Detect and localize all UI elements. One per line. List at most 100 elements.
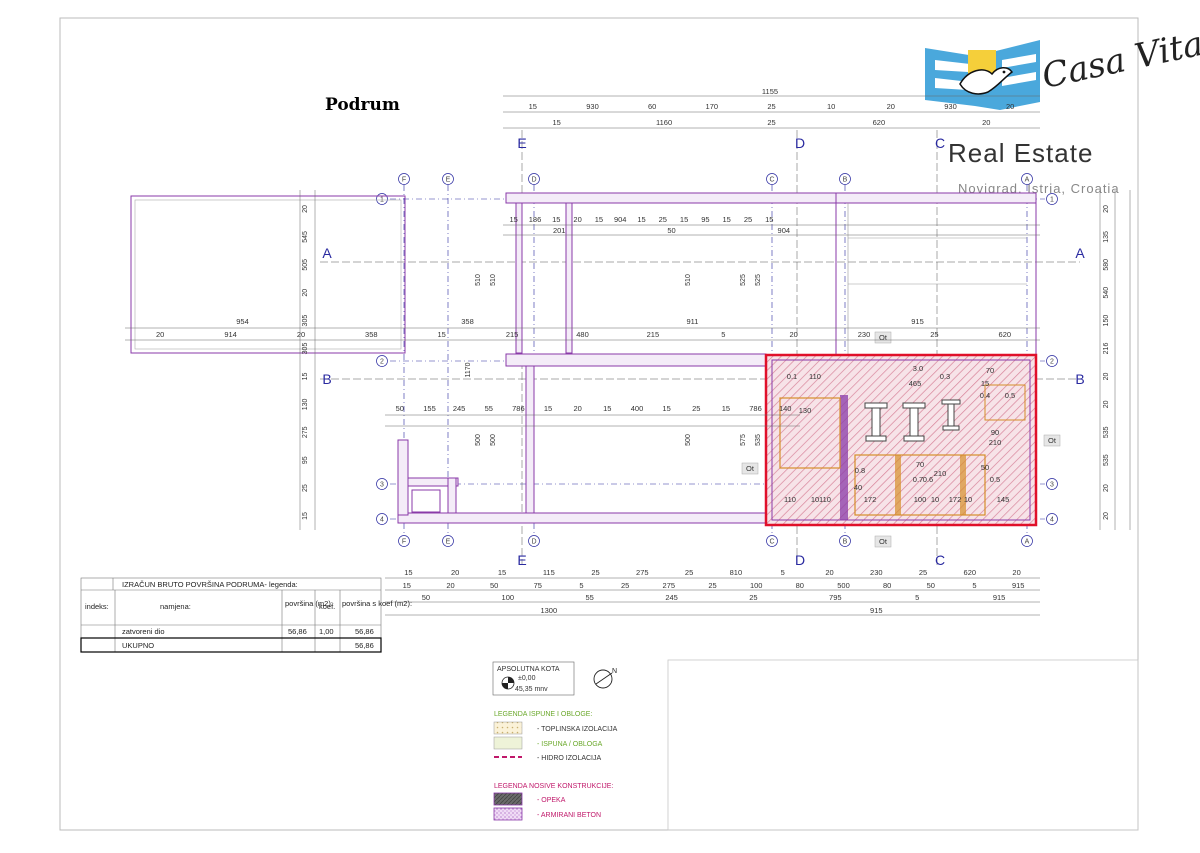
kota-mnv: 45,35 mnv: [515, 686, 548, 693]
dim-top: 15: [510, 215, 518, 224]
dim-bottom: 80: [796, 581, 804, 590]
dim-bottom: 25: [708, 581, 716, 590]
dim-top: 930: [586, 102, 599, 111]
legend-fill-item-3: - HIDRO IZOLACIJA: [537, 755, 602, 762]
dim-left: 305: [302, 315, 309, 327]
axis-label: F: [402, 539, 406, 546]
dim-left: 130: [302, 398, 309, 410]
axis-bubble: [1046, 193, 1058, 205]
dim-bottom: 795: [829, 593, 842, 602]
opening-marker-box: [741, 462, 759, 475]
room-dim-label: 110: [784, 495, 796, 504]
axis-label: 4: [1050, 517, 1054, 524]
dim-bottom: 20: [451, 568, 459, 577]
dimension-lines: [125, 95, 1131, 616]
dim-overall: 1155: [762, 87, 778, 96]
dim-inner: 575: [740, 434, 747, 446]
dim-bottom: 55: [586, 593, 594, 602]
axis-label: 4: [380, 517, 384, 524]
dim-top: 20: [982, 118, 990, 127]
dim-bottom: 50: [927, 581, 935, 590]
dim-mid: 15: [662, 404, 670, 413]
dim-right: 20: [1103, 512, 1110, 520]
room-dim-label: 15: [981, 379, 989, 388]
dim-bottom: 500: [837, 581, 850, 590]
kota-title: APSOLUTNA KOTA: [497, 666, 560, 673]
dim-mid: 20: [156, 330, 164, 339]
section-label: E: [517, 135, 526, 151]
dim-inner: 525: [755, 274, 762, 286]
pedestal-icon: [864, 399, 961, 442]
room-dim-label: 145: [997, 495, 1010, 504]
axis-label: D: [531, 539, 536, 546]
dim-bottom: 25: [591, 568, 599, 577]
walls: [130, 192, 1037, 524]
dim-top: 20: [1006, 102, 1014, 111]
dim-mid: 358: [461, 317, 474, 326]
legend-struct-item-1: - OPEKA: [537, 797, 566, 804]
swatch-filling: [493, 736, 523, 750]
dim-top: 15: [595, 215, 603, 224]
dim-mid: 15: [603, 404, 611, 413]
dim-mid: 155: [423, 404, 436, 413]
room-dim-label: 3.0: [913, 364, 923, 373]
room-dim-label: 50: [981, 463, 989, 472]
dim-bottom: 80: [883, 581, 891, 590]
dim-mid: 15: [722, 404, 730, 413]
room-dim-label: 172: [949, 495, 962, 504]
area-table-total-label: UKUPNO: [122, 641, 154, 650]
dim-bottom: 915: [993, 593, 1006, 602]
room-dim-label: 100: [914, 495, 927, 504]
dim-bottom: 1300: [540, 606, 557, 615]
dim-mid: 245: [453, 404, 466, 413]
section-label: D: [795, 135, 805, 151]
dim-bottom: 15: [498, 568, 506, 577]
dim-mid: 20: [297, 330, 305, 339]
dim-mid: 50: [396, 404, 404, 413]
company-logo: Casa Vita Real Estate Novigrad, Istria, …: [925, 24, 1200, 196]
axis-bubble: [442, 535, 454, 547]
room-dim-label: 70: [916, 460, 924, 469]
sheet-frame: [59, 17, 1139, 831]
dim-mid: 5: [721, 330, 725, 339]
area-table-col-index: indeks:: [85, 602, 109, 611]
dim-mid: 786: [512, 404, 525, 413]
section-label: D: [795, 552, 805, 568]
dim-bottom: 20: [1012, 568, 1020, 577]
axis-bubble: [1021, 535, 1033, 547]
dim-top: 95: [701, 215, 709, 224]
axis-bubble: [528, 173, 540, 185]
dim-left: 20: [302, 205, 309, 213]
section-label: E: [517, 552, 526, 568]
section-label: A: [322, 245, 332, 261]
legend-fill-item-1: - TOPLINSKA IZOLACIJA: [537, 726, 618, 733]
dim-inner: 500: [685, 434, 692, 446]
swatch-brick: [493, 792, 523, 806]
room-dim-label: 210: [934, 469, 947, 478]
area-table-col-coef: koef.: [319, 602, 335, 611]
axis-bubble: [376, 513, 388, 525]
axis-bubble: [1046, 513, 1058, 525]
axis-label: 3: [380, 482, 384, 489]
dim-top: 60: [648, 102, 656, 111]
dim-top: 15: [765, 215, 773, 224]
dim-top: 201: [553, 226, 566, 235]
room-dim-label: 10: [931, 495, 939, 504]
legend-fill-title: LEGENDA ISPUNE I OBLOGE:: [494, 711, 592, 718]
dim-bottom: 5: [781, 568, 785, 577]
opening-marker-label: Ot: [746, 464, 755, 473]
dim-mid: 215: [506, 330, 519, 339]
dim-mid: 15: [438, 330, 446, 339]
dim-mid: 915: [911, 317, 924, 326]
axis-label: 3: [1050, 482, 1054, 489]
north-label: N: [612, 668, 617, 675]
area-table: [80, 577, 382, 653]
dim-bottom: 15: [404, 568, 412, 577]
dim-mid: 911: [687, 317, 699, 326]
axis-label: C: [769, 177, 774, 184]
dim-top: 10: [827, 102, 835, 111]
axis-label: E: [446, 539, 451, 546]
axis-bubble: [398, 535, 410, 547]
